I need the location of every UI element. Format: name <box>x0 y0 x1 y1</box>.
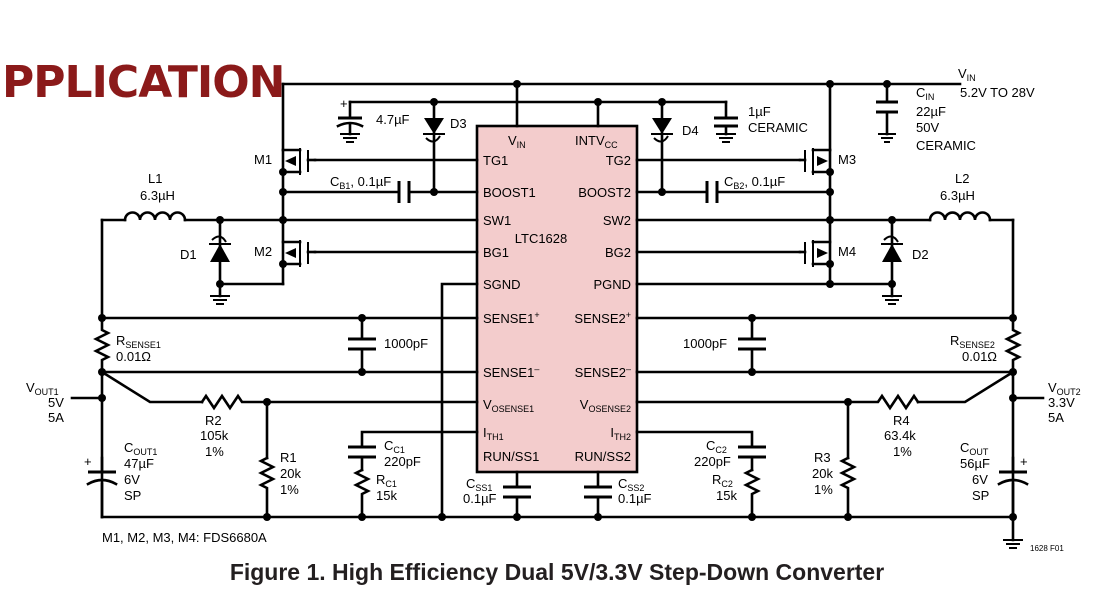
ic-pin-left-1: BOOST1 <box>483 185 536 200</box>
css1-value: 0.1µF <box>463 491 497 506</box>
vout2-value: 3.3V <box>1048 395 1075 410</box>
vin-range: 5.2V TO 28V <box>960 85 1035 100</box>
cout1-plus: + <box>84 454 92 469</box>
ic-name: LTC1628 <box>515 231 568 246</box>
r2-label: R2 <box>205 413 222 428</box>
cin-voltage: 50V <box>916 120 939 135</box>
pin-vin: VIN <box>508 133 526 150</box>
r1-value: 20k <box>280 466 301 481</box>
rsense1-label: RSENSE1 <box>116 333 161 350</box>
css1-label: CSS1 <box>466 476 492 493</box>
ic-pin-right-4: PGND <box>593 277 631 292</box>
r3-tol: 1% <box>814 482 833 497</box>
r4-label: R4 <box>893 413 910 428</box>
cout2-label: COUT <box>960 440 989 457</box>
section-banner: PPLICATION <box>2 57 284 108</box>
rc1-label: RC1 <box>376 472 397 489</box>
ic-pin-right-2: SW2 <box>603 213 631 228</box>
l2-value: 6.3µH <box>940 188 975 203</box>
ic-pin-left-4: SGND <box>483 277 521 292</box>
c1u-type: CERAMIC <box>748 120 808 135</box>
rc2-label: RC2 <box>712 472 733 489</box>
ic-pin-left-5: SENSE1+ <box>483 310 540 326</box>
ic-pin-left-2: SW1 <box>483 213 511 228</box>
css2-value: 0.1µF <box>618 491 652 506</box>
c47-plus: + <box>340 96 348 111</box>
vout2-label: VOUT2 <box>1048 380 1081 397</box>
cout2-voltage: 6V <box>972 472 988 487</box>
cout1-value: 47µF <box>124 456 154 471</box>
ic-pin-right-8: ITH2 <box>610 425 631 442</box>
vout1-current: 5A <box>48 410 64 425</box>
pin-intvcc: INTVCC <box>575 133 618 150</box>
l1-label: L1 <box>148 171 162 186</box>
r2-tol: 1% <box>205 444 224 459</box>
cc1-value: 220pF <box>384 454 421 469</box>
ic-pin-left-6: SENSE1– <box>483 364 539 380</box>
cb2-label: CB2, 0.1µF <box>724 174 785 191</box>
cin-value: 22µF <box>916 104 946 119</box>
rsense1-value: 0.01Ω <box>116 349 151 364</box>
vout1-label: VOUT1 <box>26 380 59 397</box>
ic-pin-right-0: TG2 <box>606 153 631 168</box>
c1u-value: 1µF <box>748 104 771 119</box>
r4-tol: 1% <box>893 444 912 459</box>
ic-pin-left-8: ITH1 <box>483 425 504 442</box>
figure-caption: Figure 1. High Efficiency Dual 5V/3.3V S… <box>230 559 884 585</box>
cb1-label: CB1, 0.1µF <box>330 174 391 191</box>
rc2-value: 15k <box>716 488 737 503</box>
m1-label: M1 <box>254 152 272 167</box>
r3-value: 20k <box>812 466 833 481</box>
rsense2-label: RSENSE2 <box>950 333 995 350</box>
ic-pin-right-6: SENSE2– <box>575 364 631 380</box>
ic-pin-left-3: BG1 <box>483 245 509 260</box>
m2-label: M2 <box>254 244 272 259</box>
cin-type: CERAMIC <box>916 138 976 153</box>
l2-label: L2 <box>955 171 969 186</box>
cc1-label: CC1 <box>384 438 405 455</box>
m3-label: M3 <box>838 152 856 167</box>
r4-value: 63.4k <box>884 428 916 443</box>
ic-pin-left-7: VOSENSE1 <box>483 397 534 414</box>
rsense2-value: 0.01Ω <box>962 349 997 364</box>
css2-label: CSS2 <box>618 476 644 493</box>
cout2-plus: + <box>1020 454 1028 469</box>
ic-pin-right-7: VOSENSE2 <box>580 397 631 414</box>
d1-label: D1 <box>180 247 197 262</box>
c1000a-value: 1000pF <box>384 336 428 351</box>
vout1-value: 5V <box>48 395 64 410</box>
ic-pin-right-1: BOOST2 <box>578 185 631 200</box>
vout2-current: 5A <box>1048 410 1064 425</box>
cout1-voltage: 6V <box>124 472 140 487</box>
ic-pin-right-3: BG2 <box>605 245 631 260</box>
cout1-type: SP <box>124 488 141 503</box>
ic-ltc1628 <box>475 124 639 474</box>
mosfet-note: M1, M2, M3, M4: FDS6680A <box>102 530 267 545</box>
ic-pin-right-9: RUN/SS2 <box>575 449 631 464</box>
r1-tol: 1% <box>280 482 299 497</box>
d2-label: D2 <box>912 247 929 262</box>
m4-label: M4 <box>838 244 856 259</box>
d3-label: D3 <box>450 116 467 131</box>
r1-label: R1 <box>280 450 297 465</box>
ic-pin-right-5: SENSE2+ <box>574 310 631 326</box>
cout1-label: COUT1 <box>124 440 157 457</box>
cc2-label: CC2 <box>706 438 727 455</box>
vin-label: VIN <box>958 66 976 83</box>
r3-label: R3 <box>814 450 831 465</box>
ic-pin-left-0: TG1 <box>483 153 508 168</box>
figure-id: 1628 F01 <box>1030 544 1064 553</box>
l1-value: 6.3µH <box>140 188 175 203</box>
cin-label: CIN <box>916 85 934 102</box>
cout2-type: SP <box>972 488 989 503</box>
rc1-value: 15k <box>376 488 397 503</box>
c1000b-value: 1000pF <box>683 336 727 351</box>
ic-pin-left-9: RUN/SS1 <box>483 449 539 464</box>
c47-value: 4.7µF <box>376 112 410 127</box>
d4-label: D4 <box>682 123 699 138</box>
cout2-value: 56µF <box>960 456 990 471</box>
r2-value: 105k <box>200 428 229 443</box>
cc2-value: 220pF <box>694 454 731 469</box>
